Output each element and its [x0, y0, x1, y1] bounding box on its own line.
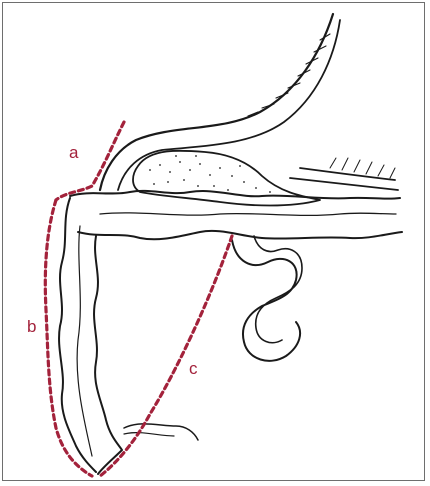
upper-layer-hatching	[330, 158, 395, 178]
sacrum-hatching	[232, 34, 330, 122]
dashed-line-a	[56, 122, 124, 200]
dashed-line-b	[45, 200, 92, 476]
upper-layer	[290, 168, 398, 190]
label-b: b	[27, 318, 36, 335]
canal-upper-wall	[70, 191, 400, 199]
sacrum-inner-outline	[118, 20, 340, 190]
dashed-line-c	[100, 236, 232, 476]
strand-2	[124, 433, 174, 436]
canal-lower-wall	[78, 231, 402, 239]
rectum-inner-line	[77, 226, 92, 456]
rectum-right-wall	[94, 236, 122, 474]
label-a: a	[69, 144, 78, 161]
canal-inner-line	[100, 213, 396, 216]
rectum-left-wall	[59, 198, 96, 472]
sigmoid-loop-inner	[254, 236, 302, 343]
annotation-lines	[45, 122, 232, 476]
bone-stippling	[149, 155, 271, 193]
label-c: c	[189, 360, 198, 377]
sigmoid-loop-outer	[232, 240, 300, 361]
